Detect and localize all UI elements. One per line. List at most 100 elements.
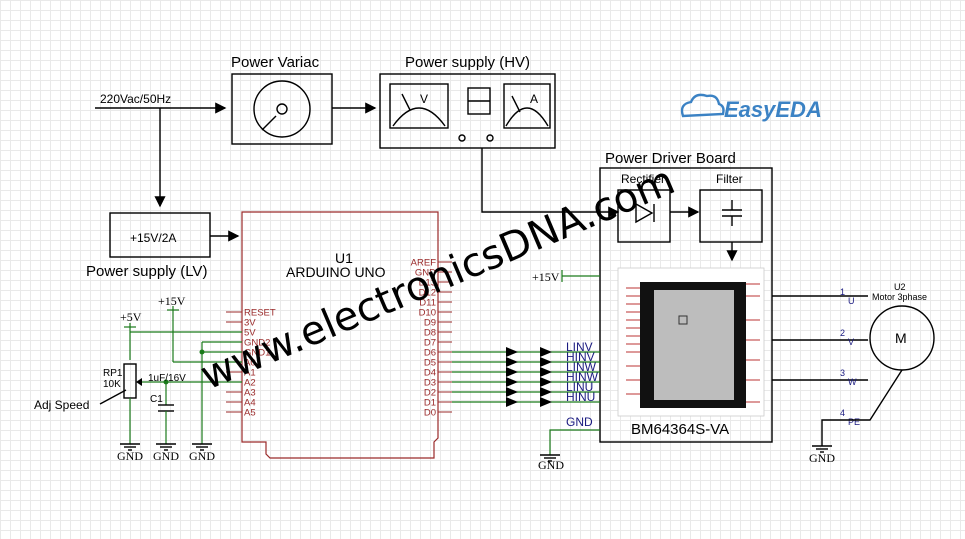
gnd-label-3: GND <box>189 449 215 463</box>
arduino-left-pin-label-6: A1 <box>244 368 256 379</box>
rectifier-box <box>617 189 671 243</box>
hv-terminal-1 <box>458 134 466 142</box>
signal-label-0: LINV <box>566 340 593 354</box>
easyeda-logo: EasyEDA <box>680 93 822 122</box>
voltmeter-label: V <box>420 92 428 106</box>
rp1-value: 10K <box>103 379 121 390</box>
arduino-right-pin-label-1: GND <box>415 268 436 279</box>
ic-right-pins <box>746 283 760 403</box>
plus15v-top-label: +15V <box>158 294 186 308</box>
filter-box <box>699 189 763 243</box>
arduino-left-pin-label-2: 5V <box>244 328 256 339</box>
signal-arrow-b-1 <box>540 357 552 367</box>
rp1-label: RP1 <box>103 368 123 379</box>
rp1-body <box>123 363 137 399</box>
gnd-symbol-motor <box>812 445 832 453</box>
arduino-left-pin-label-5: A0 <box>244 358 256 369</box>
gnd-label-1: GND <box>117 449 143 463</box>
driver-board-box <box>599 167 773 443</box>
gnd-symbol-1 <box>120 443 140 451</box>
signal-arrow-a-3 <box>506 377 518 387</box>
signal-arrow-b-0 <box>540 347 552 357</box>
hv-to-rectifier-wire <box>481 148 620 218</box>
motor-name: Motor 3phase <box>872 292 927 302</box>
adj-speed-leader <box>99 389 127 405</box>
voltmeter-needle <box>401 93 411 111</box>
motor-pe-wire <box>821 369 903 446</box>
signal-label-2: LINW <box>566 360 597 374</box>
signal-label-3: HINW <box>566 370 599 384</box>
arduino-right-pin-label-5: D10 <box>419 308 436 319</box>
arduino-left-pin-label-3: GND2 <box>244 338 270 349</box>
power-supply-lv-label: Power supply (LV) <box>86 263 207 280</box>
gnd-symbol-3 <box>192 443 212 451</box>
arduino-left-pin-label-1: 3V <box>244 318 256 329</box>
motor-pin-1: 1 <box>840 287 845 297</box>
motor-pin-pe: PE <box>848 417 860 427</box>
motor-pin-w: W <box>848 377 857 387</box>
rp1-wiper-arrow <box>136 378 142 386</box>
arduino-right-pin-label-10: D5 <box>424 358 436 369</box>
power-supply-hv-label: Power supply (HV) <box>405 54 530 71</box>
motor-pin-u: U <box>848 296 855 306</box>
signal-arrow-b-3 <box>540 377 552 387</box>
gnd-symbol-2 <box>156 443 176 451</box>
c1-label: C1 <box>150 394 163 405</box>
gnd-driver-label: GND <box>538 458 564 472</box>
power-variac-label: Power Variac <box>231 54 320 71</box>
gnd-symbol-driver <box>540 454 560 462</box>
ammeter-needle <box>511 95 521 113</box>
signal-label-1: HINV <box>566 350 595 364</box>
arduino-right-pin-label-3: D12 <box>419 288 436 299</box>
arduino-right-pin-label-9: D6 <box>424 348 436 359</box>
signal-arrow-b-2 <box>540 367 552 377</box>
rectifier-label: Rectifier <box>621 172 665 186</box>
adj-speed-label: Adj Speed <box>34 398 89 412</box>
signal-label-5: HINU <box>566 390 595 404</box>
signal-arrow-a-0 <box>506 347 518 357</box>
lv-box-label: +15V/2A <box>130 231 176 245</box>
arduino-right-pin-label-14: D1 <box>424 398 436 409</box>
arduino-left-pin-label-9: A4 <box>244 398 256 409</box>
power-variac-box <box>231 73 333 145</box>
gnd-motor-label: GND <box>809 451 835 465</box>
lv-box <box>109 212 211 258</box>
motor-pin-2: 2 <box>840 328 845 338</box>
voltmeter-arc <box>392 107 446 127</box>
ammeter-arc <box>505 107 549 127</box>
arduino-right-pin-label-7: D8 <box>424 328 436 339</box>
brand-text: EasyEDA <box>724 97 822 122</box>
arduino-left-pin-label-10: A5 <box>244 408 256 419</box>
ammeter <box>503 83 551 129</box>
arduino-right-pin-label-2: D13 <box>419 278 436 289</box>
signal-arrow-b-4 <box>540 387 552 397</box>
plus15v-driver-label: +15V <box>532 270 560 284</box>
signal-arrow-b-5 <box>540 397 552 407</box>
motor-m: M <box>895 330 907 346</box>
signal-arrow-a-5 <box>506 397 518 407</box>
signal-arrow-a-1 <box>506 357 518 367</box>
motor-ref: U2 <box>894 282 906 292</box>
arduino-right-pin-label-12: D3 <box>424 378 436 389</box>
c1-value: 1uF/16V <box>148 373 186 384</box>
arduino-right-pin-label-15: D0 <box>424 408 436 419</box>
arduino-left-pin-label-4: GND1 <box>244 348 270 359</box>
signal-arrow-a-2 <box>506 367 518 377</box>
arduino-outline <box>241 211 439 459</box>
plus5v-label: +5V <box>120 310 142 324</box>
driver-gnd-wire <box>549 429 600 455</box>
gnd-label-2: GND <box>153 449 179 463</box>
arduino-right-pin-label-6: D9 <box>424 318 436 329</box>
ic-left-pins <box>626 287 640 395</box>
filter-label: Filter <box>716 172 743 186</box>
arduino-ref: U1 <box>335 250 353 266</box>
motor-pin-4: 4 <box>840 408 845 418</box>
ammeter-label: A <box>530 92 538 106</box>
ic-die-mark <box>678 315 688 325</box>
arduino-right-pin-label-13: D2 <box>424 388 436 399</box>
diode-icon <box>635 202 654 224</box>
